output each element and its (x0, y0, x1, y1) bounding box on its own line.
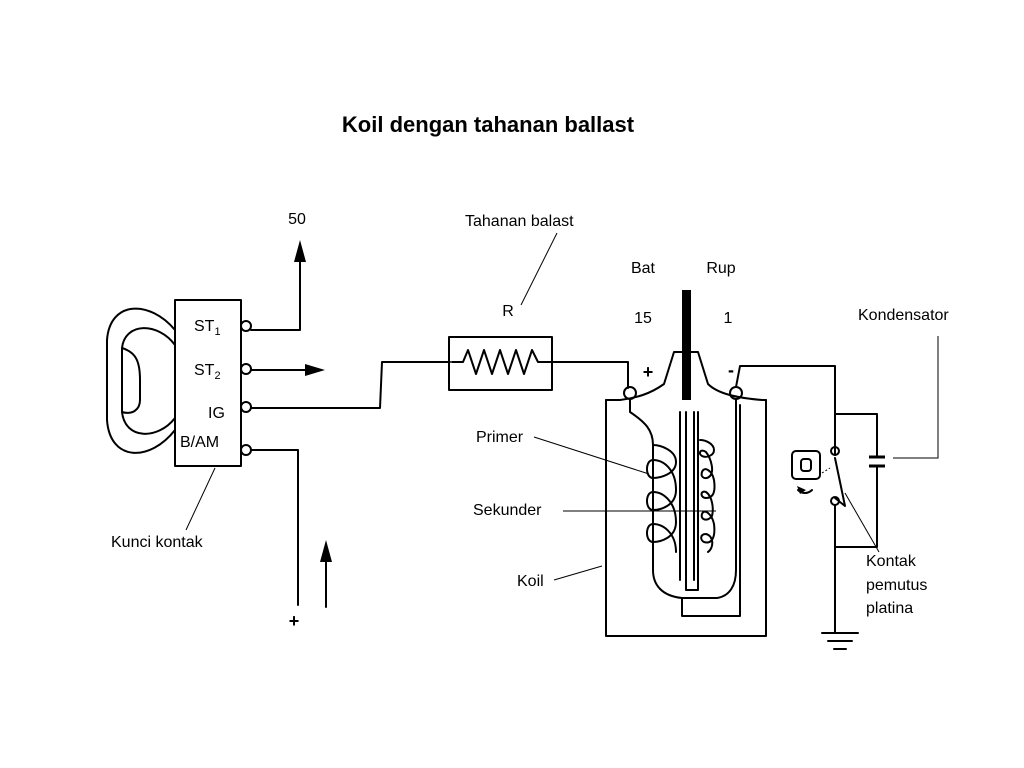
ignition-switch-body (174, 299, 242, 467)
terminal-ig (240, 401, 252, 413)
condenser-lead-top (834, 413, 878, 458)
condenser-plates (869, 455, 885, 468)
leader-koil (553, 565, 603, 581)
cam-center (800, 458, 812, 472)
resistor-symbol-label: R (502, 303, 514, 320)
ballast-resistor (448, 336, 553, 391)
platina-label-line1: Kontak (866, 553, 917, 570)
breaker-cam (791, 450, 821, 480)
tahanan-balast-label: Tahanan balast (465, 213, 574, 230)
ground-icon (821, 632, 859, 650)
coil-case (605, 399, 767, 637)
bat-label: Bat (631, 260, 656, 277)
terminal-bam-label: B/AM (180, 434, 219, 451)
platina-label-line2: pemutus (866, 577, 927, 594)
terminal-st2-label: ST2 (194, 362, 221, 382)
terminal-15-label: 15 (634, 310, 652, 327)
secondary-winding (698, 439, 716, 553)
wire-bam-battery (250, 449, 299, 606)
wire-st1-50 (250, 254, 301, 331)
arrow-right-icon (305, 364, 325, 376)
breaker-arm (834, 457, 846, 507)
leader-platina (844, 492, 880, 553)
secondary-return (681, 404, 741, 617)
arrow-up-icon (320, 540, 332, 562)
terminal-st2 (240, 363, 252, 375)
leader-primer (533, 436, 650, 475)
cam-link (821, 467, 831, 474)
breaker-contact-upper (830, 446, 840, 456)
coil-core-rod (679, 411, 695, 581)
kondensator-label: Kondensator (858, 307, 949, 324)
terminal-1-label: 1 (724, 310, 733, 327)
coil-plus-label: + (643, 362, 654, 382)
rotation-arrow-icon (797, 486, 806, 494)
primer-label: Primer (476, 429, 524, 446)
wire-coil-breaker (735, 365, 836, 446)
diagram-title: Koil dengan tahanan ballast (342, 112, 635, 137)
terminal-st1 (240, 320, 252, 332)
ignition-key-icon (106, 307, 176, 454)
coil-terminal-plus (623, 386, 637, 400)
wire-ig-resistor (250, 361, 451, 409)
sekunder-label: Sekunder (473, 502, 542, 519)
terminal-st1-label: ST1 (194, 318, 221, 338)
coil-core-outline (629, 398, 737, 599)
leader-kunci-kontak (185, 467, 216, 531)
platina-label-line3: platina (866, 600, 913, 617)
high-tension-terminal (682, 290, 691, 400)
arrow-up-icon (294, 240, 306, 262)
resistor-zigzag (451, 349, 553, 375)
leader-kondensator (893, 336, 939, 459)
battery-plus-label: + (289, 611, 300, 631)
wire-resistor-coil (551, 361, 629, 389)
coil-minus-label: - (728, 360, 734, 380)
kunci-kontak-label: Kunci kontak (111, 534, 204, 551)
rup-label: Rup (706, 260, 735, 277)
terminal-ig-label: IG (208, 405, 225, 422)
leader-tahanan-balast (520, 232, 558, 306)
koil-label: Koil (517, 573, 544, 590)
terminal-bam (240, 444, 252, 456)
terminal-50-label: 50 (288, 211, 306, 228)
coil-core-inner (685, 411, 699, 591)
condenser-lead-bottom (834, 465, 878, 548)
primary-winding (646, 444, 677, 553)
